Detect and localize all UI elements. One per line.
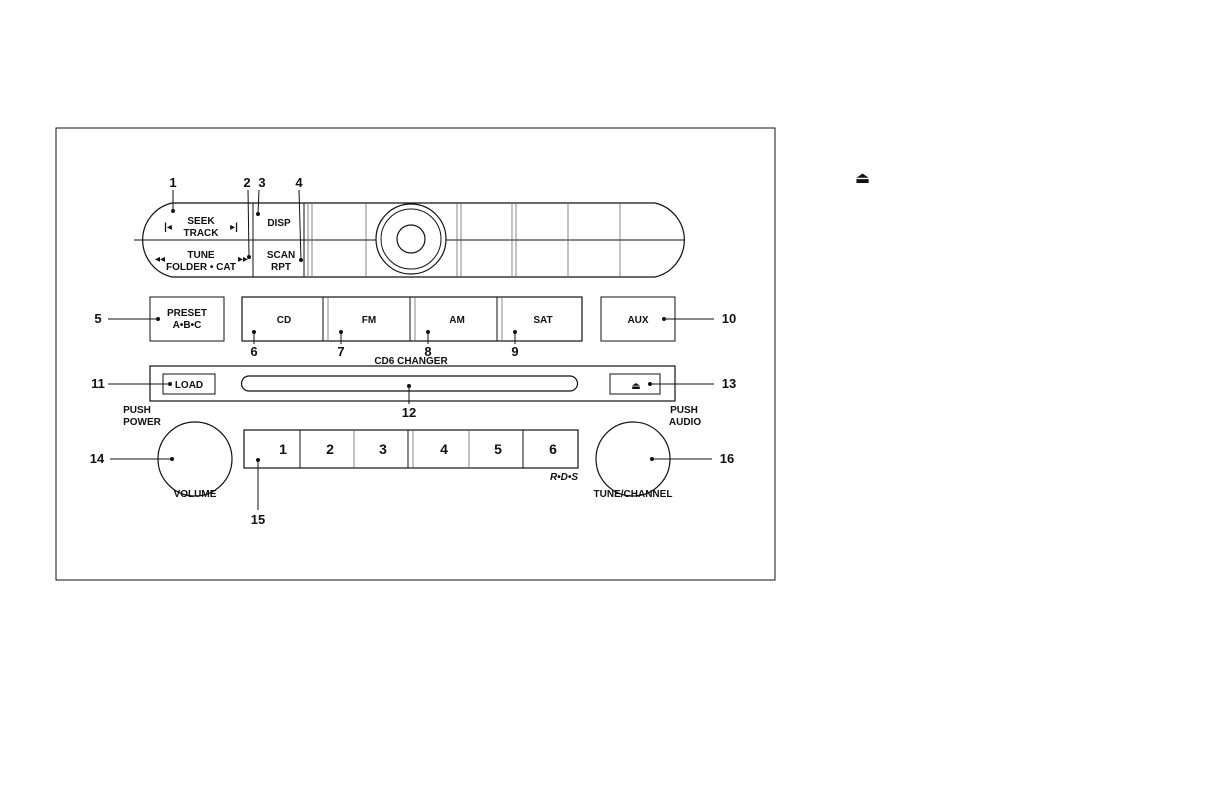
diagram-frame [56, 128, 775, 580]
sat-button[interactable]: SAT [533, 315, 552, 326]
preset-2-button[interactable]: 2 [326, 441, 334, 457]
preset-5-button[interactable]: 5 [494, 441, 502, 457]
disp-button[interactable]: DISP [267, 218, 291, 229]
fast-forward-icon: ▸▸ [238, 254, 248, 265]
svg-text:PUSH: PUSH [670, 405, 698, 416]
svg-text:3: 3 [258, 175, 265, 190]
cd-slot [242, 376, 578, 391]
preset-3-button[interactable]: 3 [379, 441, 387, 457]
folder-cat-label: FOLDER • CAT [166, 262, 236, 273]
rds-label: R•D•S [550, 472, 578, 483]
track-label: TRACK [184, 228, 220, 239]
am-button[interactable]: AM [449, 315, 465, 326]
svg-text:PRESET: PRESET [167, 308, 207, 319]
center-knob[interactable] [376, 204, 446, 274]
svg-text:POWER: POWER [123, 417, 162, 428]
cd6-changer-label: CD6 CHANGER [374, 356, 448, 367]
svg-text:6: 6 [250, 344, 257, 359]
svg-text:LOAD: LOAD [175, 380, 203, 391]
svg-text:4: 4 [295, 175, 303, 190]
scan-label[interactable]: SCAN [267, 250, 295, 261]
fm-button[interactable]: FM [362, 315, 376, 326]
svg-text:16: 16 [720, 451, 734, 466]
svg-text:PUSH: PUSH [123, 405, 151, 416]
seek-label: SEEK [187, 216, 215, 227]
track-prev-icon: |◂ [164, 222, 172, 233]
track-next-icon: ▸| [230, 222, 238, 233]
source-buttons: CD FM AM SAT 6 7 8 9 [242, 297, 582, 359]
preset-1-button[interactable]: 1 [279, 441, 287, 457]
cd-button[interactable]: CD [277, 315, 291, 326]
preset-buttons: 1 2 3 4 5 6 [244, 430, 578, 468]
svg-text:AUX: AUX [627, 315, 648, 326]
callout-5: 5 [94, 311, 101, 326]
cd-changer-strip [150, 366, 675, 401]
svg-text:2: 2 [243, 175, 250, 190]
top-control-unit: SEEK TRACK |◂ ▸| TUNE FOLDER • CAT ◂◂ ▸▸… [134, 203, 685, 277]
svg-text:A•B•C: A•B•C [173, 320, 202, 331]
preset-4-button[interactable]: 4 [440, 441, 448, 457]
preset-6-button[interactable]: 6 [549, 441, 557, 457]
svg-text:7: 7 [337, 344, 344, 359]
rewind-icon: ◂◂ [155, 254, 165, 265]
svg-text:AUDIO: AUDIO [669, 417, 701, 428]
tune-channel-label: TUNE/CHANNEL [594, 489, 673, 500]
svg-text:11: 11 [91, 376, 105, 391]
rpt-label[interactable]: RPT [271, 262, 291, 273]
svg-text:9: 9 [511, 344, 518, 359]
volume-label: VOLUME [174, 489, 217, 500]
svg-text:13: 13 [722, 376, 736, 391]
eject-button-icon: ⏏ [631, 381, 640, 392]
svg-text:15: 15 [251, 512, 265, 527]
eject-icon: ⏏ [855, 170, 870, 187]
svg-text:14: 14 [90, 451, 105, 466]
svg-text:12: 12 [402, 405, 416, 420]
tune-label: TUNE [187, 250, 215, 261]
callout-10: 10 [722, 311, 736, 326]
svg-text:1: 1 [169, 175, 176, 190]
preset-abc-button[interactable]: PRESET A•B•C [150, 297, 224, 341]
